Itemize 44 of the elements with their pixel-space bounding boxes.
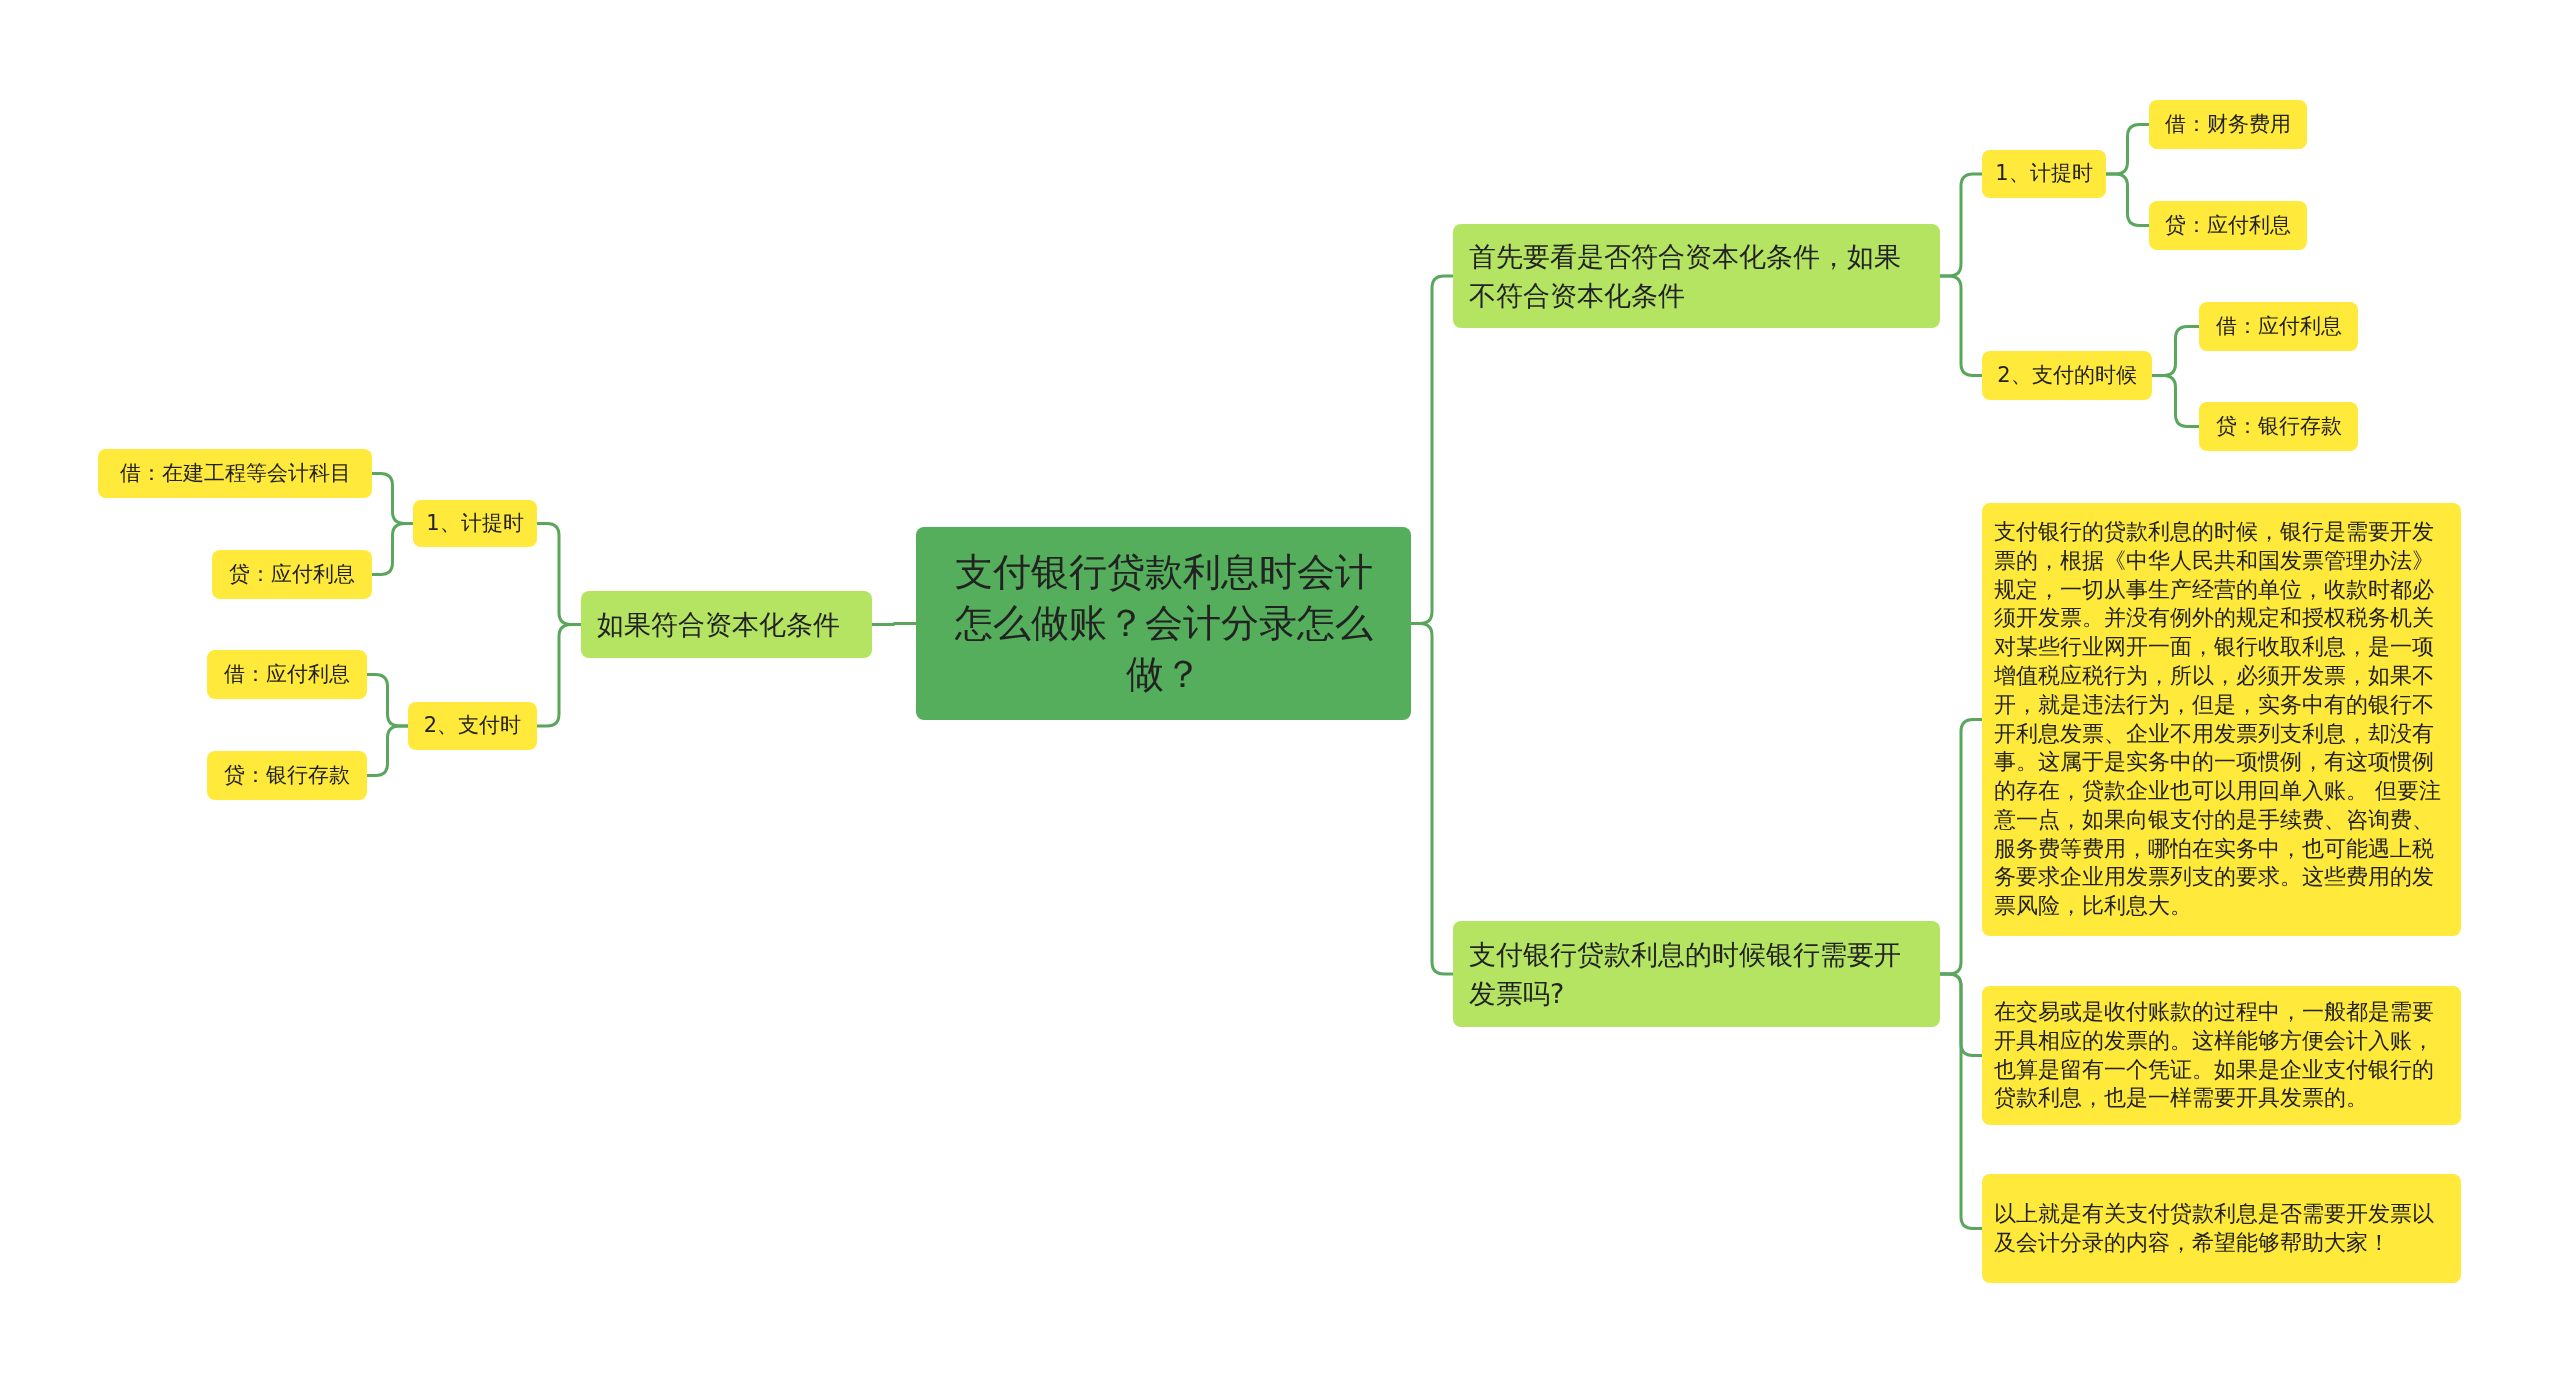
connector-line	[1411, 622, 1453, 976]
connector-line	[1940, 972, 1982, 1230]
branch-topic-box	[1453, 921, 1940, 1027]
topic-text: 借：在建工程等会计科目	[119, 459, 351, 487]
topic-text: 支付银行贷款利息的时候银行需要开发票吗?	[1469, 937, 1902, 1011]
subtopic-box	[2149, 201, 2307, 250]
central-topic-box	[916, 527, 1411, 720]
topic-text: 支付银行的贷款利息的时候，银行是需要开发票的，根据《中华人民共和国发票管理办法》规定，一切从事生产经营的单位，收款时都必须开发票。并没有例外的规定和授权税务机关对某些行业网开一面，银行收取利息，是一项增值税应税行为，所以，必须开发票，如果不开，就是违法行为，但是，实务中有的银行不开利息发票、企业不用发票列支利息，却没有事。这属于是实务中的一项惯例，有这项惯例的存在，贷款企业也可以用回单入账。 但要注意一点，如果向银支付的是手续费、咨询费、服务费等费用，哪怕在实务中，也可能遇上税务要求企业用发票列支的要求。这些费用的发票风险，比利息大。	[1994, 517, 2442, 921]
topic-text: 在交易或是收付账款的过程中，一般都是需要开具相应的发票的。这样能够方便会计入账，也算是留有一个凭证。如果是企业支付银行的贷款利息，也是一样需要开具发票的。	[1994, 998, 2435, 1113]
topic-text: 借：财务费用	[2165, 110, 2291, 138]
connector-line	[2106, 172, 2149, 227]
topic-text: 借：应付利息	[224, 660, 350, 688]
connector-line	[372, 522, 413, 576]
topic-text: 贷：应付利息	[229, 560, 355, 588]
subtopic-box	[2149, 100, 2307, 149]
subtopic-box	[408, 702, 537, 750]
topic-text: 以上就是有关支付贷款利息是否需要开发票以及会计分录的内容，希望能够帮助大家！	[1994, 1199, 2435, 1257]
topic-text: 借：应付利息	[2215, 312, 2342, 340]
subtopic-box	[98, 449, 372, 498]
topic-text: 支付银行贷款利息时会计怎么做账？会计分录怎么做？	[953, 548, 1374, 699]
topic-text: 2、支付的时候	[1997, 361, 2137, 389]
subtopic-box	[212, 550, 372, 599]
note-box	[1982, 1174, 2461, 1283]
subtopic-box	[2199, 402, 2358, 451]
subtopic-box	[2199, 302, 2358, 351]
topic-text: 贷：应付利息	[2165, 211, 2291, 239]
note-box	[1982, 986, 2461, 1126]
branch-topic-box	[581, 591, 872, 658]
connector-line	[872, 622, 916, 626]
topic-text: 1、计提时	[1995, 160, 2093, 188]
subtopic-box	[207, 650, 367, 699]
subtopic-box	[207, 751, 367, 800]
topic-text: 首先要看是否符合资本化条件，如果不符合资本化条件	[1469, 239, 1902, 313]
topic-text: 1、计提时	[426, 509, 524, 537]
topic-text: 贷：银行存款	[224, 761, 350, 789]
topic-text: 如果符合资本化条件	[597, 607, 840, 642]
topic-text: 贷：银行存款	[2215, 412, 2342, 440]
subtopic-box	[1982, 150, 2106, 198]
connector-line	[537, 623, 581, 728]
topic-text: 2、支付时	[423, 712, 522, 740]
connector-line	[1940, 274, 1982, 377]
branch-topic-box	[1453, 224, 1940, 328]
subtopic-box	[1982, 351, 2152, 400]
subtopic-box	[413, 500, 537, 547]
